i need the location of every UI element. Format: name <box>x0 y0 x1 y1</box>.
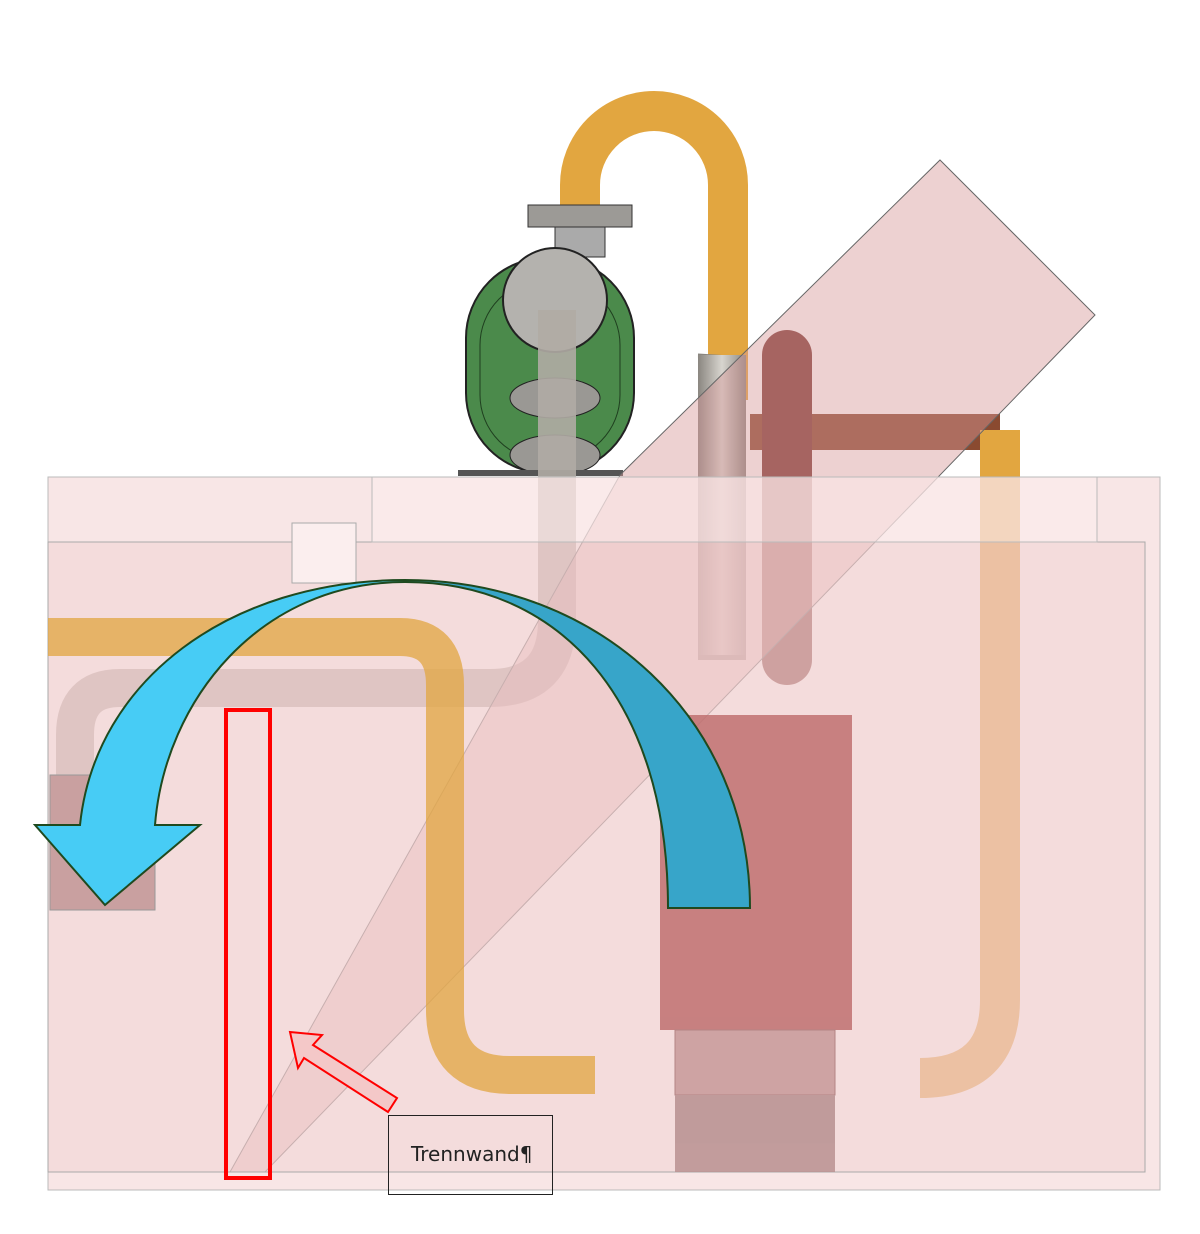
flow-arrow <box>32 578 752 909</box>
divider-wall-highlight <box>224 708 272 1180</box>
label-trennwand: Trennwand¶ <box>411 1142 533 1166</box>
label-box: Trennwand¶ <box>388 1115 553 1195</box>
pointer-arrow <box>288 1030 399 1114</box>
orange-pipe-left <box>48 618 595 1094</box>
tank <box>47 476 1161 1191</box>
orange-pipe-top-loop <box>560 91 748 400</box>
